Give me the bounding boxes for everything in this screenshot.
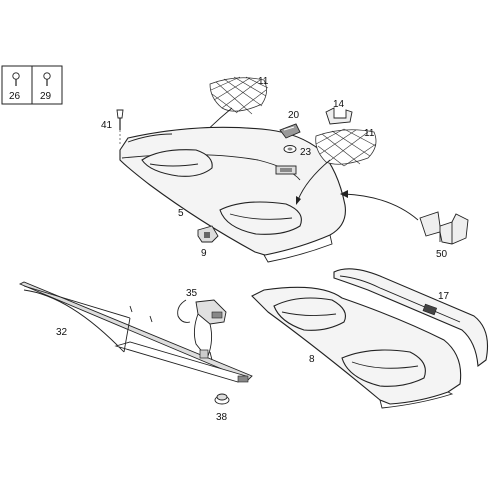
- callout-17: 17: [438, 291, 450, 302]
- callout-5: 5: [178, 208, 184, 219]
- part-50-bracket: [419, 211, 469, 245]
- callout-35: 35: [186, 288, 198, 299]
- part-11-pad-top: [209, 76, 269, 115]
- part-38-cap: [214, 393, 230, 405]
- part-11-pad-right: [315, 128, 377, 167]
- parcel-shelf-5: [119, 126, 346, 263]
- leader-50: [343, 193, 419, 221]
- screw-icon: [12, 72, 20, 86]
- legend-box: 26 29: [1, 65, 63, 105]
- callout-8: 8: [309, 354, 315, 365]
- bolt-icon: [43, 72, 51, 86]
- callout-41: 41: [101, 120, 113, 131]
- part-9-clip: [197, 225, 219, 243]
- part-8-shelf: [251, 286, 462, 409]
- callout-50: 50: [436, 249, 448, 260]
- part-14-bracket: [325, 107, 353, 125]
- callout-11-right: 11: [364, 128, 375, 139]
- callout-9: 9: [201, 248, 207, 259]
- arrowhead: [296, 196, 301, 205]
- callout-14: 14: [333, 99, 345, 110]
- part-20-clip: [279, 123, 301, 139]
- callout-32: 32: [56, 327, 68, 338]
- part-41-screw: [116, 109, 124, 146]
- callout-38: 38: [216, 412, 228, 423]
- leader-11-right: [297, 159, 331, 201]
- callout-23: 23: [300, 147, 312, 158]
- legend-label-26: 26: [9, 91, 21, 102]
- legend-label-29: 29: [40, 91, 52, 102]
- callout-11-top: 11: [258, 76, 269, 87]
- callout-20: 20: [288, 110, 300, 121]
- part-23-grommet: [283, 145, 297, 153]
- part-32-roller-blind: [18, 281, 253, 383]
- arrowhead: [340, 190, 348, 198]
- part-17-trim: [333, 268, 489, 368]
- part-35-motor: [177, 299, 227, 359]
